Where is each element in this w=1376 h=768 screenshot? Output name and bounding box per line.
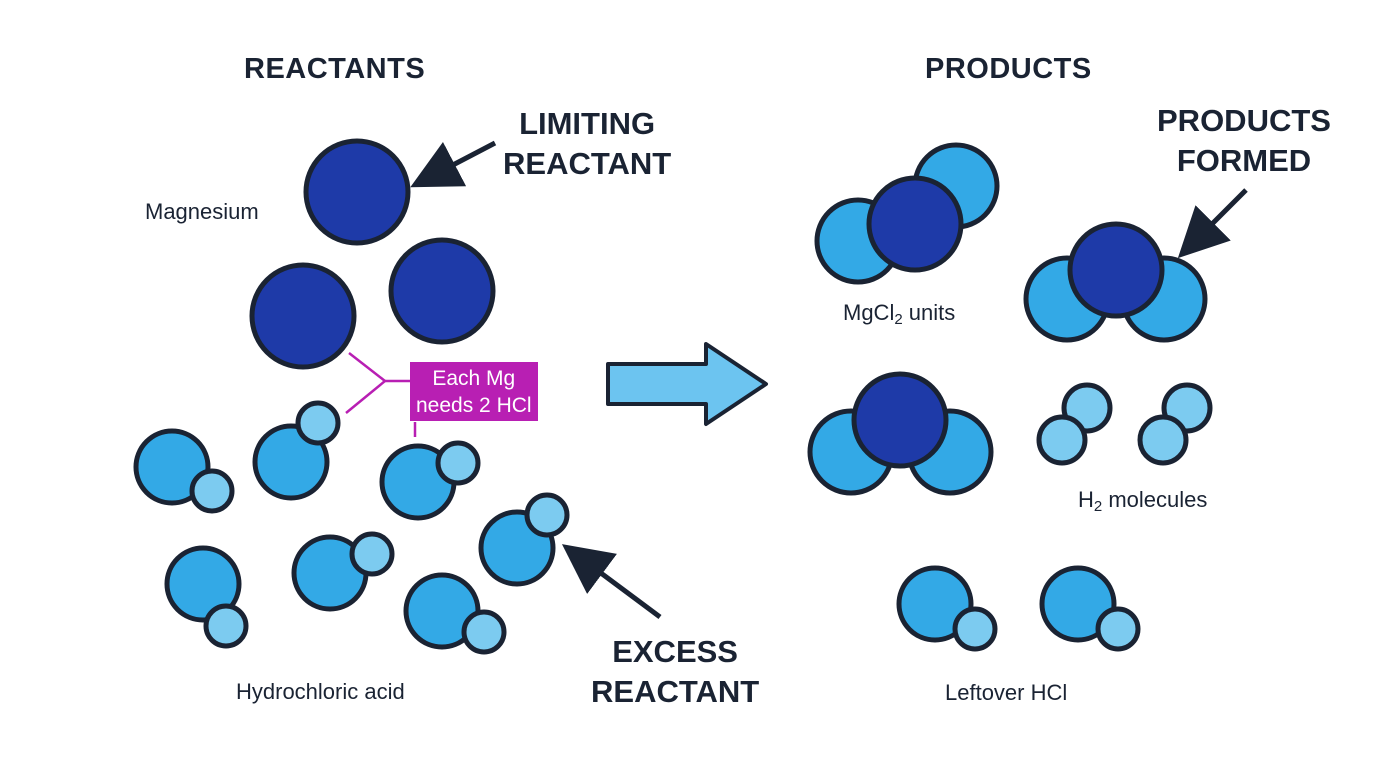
products-formed-line1: PRODUCTS bbox=[1157, 103, 1331, 138]
excess-reactant-callout: EXCESS REACTANT bbox=[591, 632, 759, 712]
reaction-arrow-icon bbox=[606, 342, 768, 426]
magnesium-atom bbox=[388, 237, 496, 345]
mgcl2-subscript: 2 bbox=[894, 311, 903, 328]
hcl-molecule bbox=[164, 545, 249, 649]
limiting-reactant-callout: LIMITING REACTANT bbox=[503, 104, 671, 184]
h2-molecule bbox=[1036, 382, 1113, 466]
limiting-pointer-arrow-icon bbox=[410, 140, 497, 188]
limiting-callout-line2: REACTANT bbox=[503, 146, 672, 181]
mgcl2-unit bbox=[814, 142, 1000, 285]
mgcl2-prefix: MgCl bbox=[843, 300, 895, 325]
note-bracket bbox=[345, 352, 417, 437]
stoichiometry-note: Each Mg needs 2 HCl bbox=[410, 362, 538, 421]
hcl-molecule bbox=[379, 440, 481, 521]
mgcl2-unit bbox=[807, 371, 994, 496]
mgcl2-suffix: units bbox=[902, 300, 956, 325]
products-formed-callout: PRODUCTS FORMED bbox=[1157, 101, 1331, 181]
note-line1: Each Mg bbox=[432, 367, 516, 390]
limiting-callout-line1: LIMITING bbox=[519, 106, 656, 141]
leftover-hcl-label: Leftover HCl bbox=[945, 680, 1068, 705]
hydrochloric-acid-label: Hydrochloric acid bbox=[236, 679, 405, 704]
magnesium-atom bbox=[249, 262, 357, 370]
mgcl2-unit bbox=[1023, 221, 1208, 343]
leftover-hcl-molecule bbox=[1039, 565, 1141, 652]
h2-suffix: molecules bbox=[1102, 487, 1208, 512]
h2-subscript: 2 bbox=[1093, 498, 1103, 515]
products-formed-line2: FORMED bbox=[1176, 143, 1312, 178]
reactants-heading: REACTANTS bbox=[244, 53, 426, 85]
products-heading: PRODUCTS bbox=[925, 53, 1092, 85]
products-formed-pointer-arrow-icon bbox=[1177, 188, 1248, 259]
h2-molecule bbox=[1137, 382, 1213, 466]
hcl-molecule bbox=[291, 531, 395, 612]
note-line2: needs 2 HCl bbox=[416, 394, 532, 417]
h2-prefix: H bbox=[1078, 487, 1094, 512]
hcl-molecule bbox=[403, 572, 507, 655]
mgcl2-label: MgCl2 units bbox=[843, 300, 955, 328]
hcl-molecule bbox=[252, 400, 341, 501]
excess-callout-line2: REACTANT bbox=[591, 674, 760, 709]
hcl-molecule-excess bbox=[478, 492, 570, 587]
magnesium-label: Magnesium bbox=[145, 199, 259, 224]
magnesium-atom bbox=[303, 138, 411, 246]
leftover-hcl-molecule bbox=[896, 565, 998, 652]
hcl-molecule bbox=[133, 428, 235, 514]
excess-callout-line1: EXCESS bbox=[612, 634, 738, 669]
h2-label: H2 molecules bbox=[1078, 487, 1207, 515]
excess-pointer-arrow-icon bbox=[561, 544, 662, 620]
